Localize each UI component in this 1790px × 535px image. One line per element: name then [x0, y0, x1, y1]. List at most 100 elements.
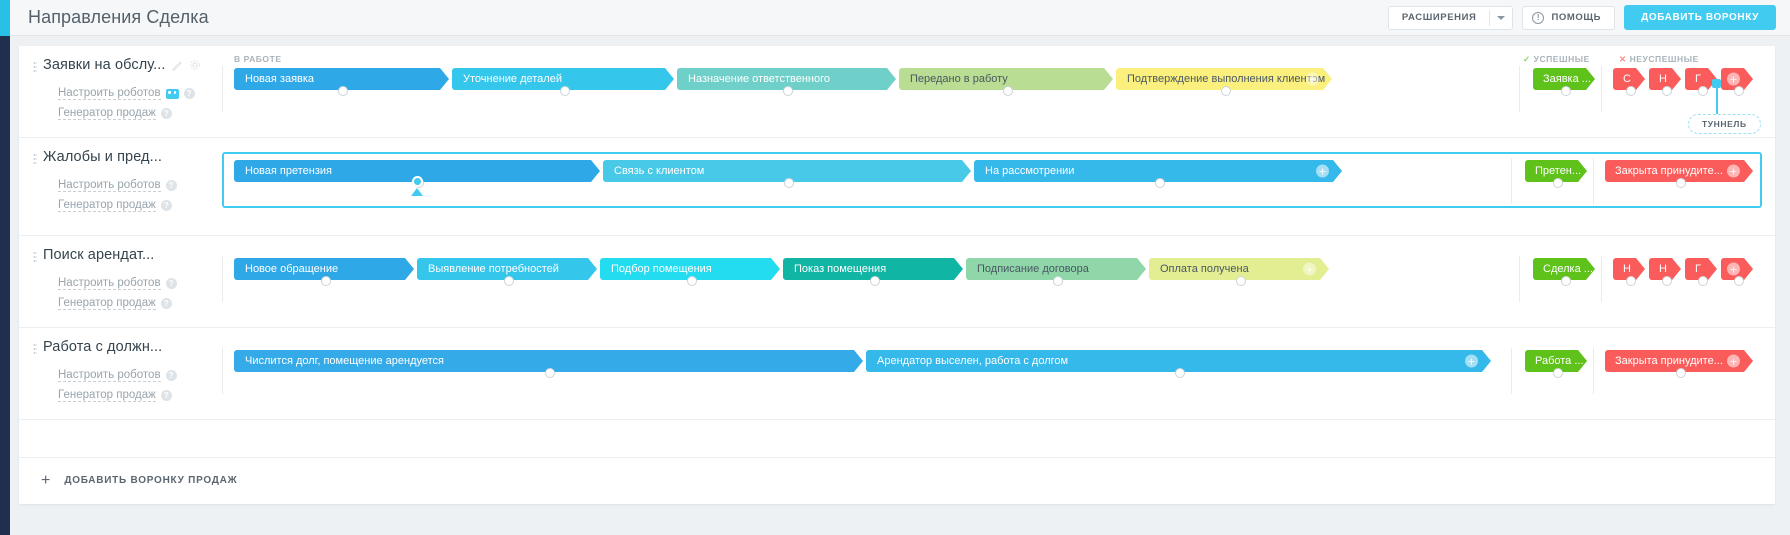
success-stage[interactable]: Сделка ...: [1533, 258, 1595, 280]
stage[interactable]: На рассмотрении+: [974, 160, 1342, 182]
insert-stage-dot[interactable]: [1235, 276, 1246, 286]
insert-stage-dot[interactable]: [545, 368, 555, 378]
add-stage-icon[interactable]: +: [1727, 263, 1740, 276]
insert-stage-dot[interactable]: [320, 276, 331, 286]
configure-robots-link[interactable]: Настроить роботов?: [58, 369, 214, 382]
drag-drop-marker[interactable]: [412, 176, 423, 187]
add-stage-icon[interactable]: +: [1303, 263, 1316, 276]
stage[interactable]: Оплата получена+: [1149, 258, 1329, 280]
insert-stage-dot[interactable]: [1052, 276, 1063, 286]
drag-handle[interactable]: [32, 61, 37, 74]
sales-generator-link[interactable]: Генератор продаж?: [58, 199, 214, 212]
stage[interactable]: Назначение ответственного: [677, 68, 896, 90]
pipeline-name[interactable]: Работа с должн...: [43, 339, 163, 355]
drag-handle[interactable]: [32, 153, 37, 166]
stage[interactable]: Новая претензия: [234, 160, 600, 182]
stage[interactable]: Выявление потребностей: [417, 258, 597, 280]
insert-stage-dot[interactable]: [1553, 368, 1563, 378]
add-funnel-button[interactable]: ДОБАВИТЬ ВОРОНКУ: [1624, 5, 1776, 30]
fail-stage[interactable]: Закрыта принудите...+: [1605, 350, 1753, 372]
configure-robots-link[interactable]: Настроить роботов?: [58, 87, 214, 100]
fail-stage[interactable]: Г: [1685, 68, 1717, 90]
stage[interactable]: Подписание договора: [966, 258, 1146, 280]
gear-icon[interactable]: [189, 59, 201, 71]
insert-stage-dot[interactable]: [1626, 276, 1636, 286]
insert-stage-dot[interactable]: [1676, 178, 1686, 188]
success-stage[interactable]: Работа ...: [1525, 350, 1587, 372]
insert-stage-dot[interactable]: [1734, 276, 1744, 286]
add-stage-icon[interactable]: +: [1727, 73, 1740, 86]
stage[interactable]: Подтверждение выполнения клиентом+: [1116, 68, 1332, 90]
fail-stage[interactable]: +: [1721, 258, 1753, 280]
configure-robots-link[interactable]: Настроить роботов?: [58, 277, 214, 290]
insert-stage-dot[interactable]: [686, 276, 697, 286]
insert-stage-dot[interactable]: [1698, 86, 1708, 96]
pipeline-name[interactable]: Заявки на обслу...: [43, 57, 166, 73]
add-stage-icon[interactable]: +: [1316, 165, 1329, 178]
extensions-button[interactable]: РАСШИРЕНИЯ: [1387, 5, 1514, 30]
tunnel-badge[interactable]: ТУННЕЛЬ: [1688, 114, 1761, 134]
question-icon[interactable]: ?: [183, 88, 195, 99]
fail-stage[interactable]: Закрыта принудите...+: [1605, 160, 1753, 182]
stage[interactable]: Новая заявка: [234, 68, 449, 90]
insert-stage-dot[interactable]: [1553, 178, 1563, 188]
insert-stage-dot[interactable]: [1626, 86, 1636, 96]
question-icon[interactable]: ?: [165, 180, 177, 191]
question-icon[interactable]: ?: [160, 200, 172, 211]
insert-stage-dot[interactable]: [1698, 276, 1708, 286]
insert-stage-dot[interactable]: [1734, 86, 1744, 96]
sales-generator-link[interactable]: Генератор продаж?: [58, 389, 214, 402]
insert-stage-dot[interactable]: [1002, 86, 1013, 96]
fail-stage[interactable]: Н: [1649, 258, 1681, 280]
fail-stage[interactable]: Н: [1613, 258, 1645, 280]
insert-stage-dot[interactable]: [1561, 86, 1571, 96]
add-stage-icon[interactable]: +: [1727, 355, 1740, 368]
add-stage-icon[interactable]: +: [1727, 165, 1740, 178]
chevron-down-icon[interactable]: [1490, 15, 1512, 20]
stage[interactable]: Передано в работу: [899, 68, 1113, 90]
question-icon[interactable]: ?: [165, 370, 177, 381]
insert-stage-dot[interactable]: [783, 86, 793, 96]
stage[interactable]: Подбор помещения: [600, 258, 780, 280]
stage[interactable]: Уточнение деталей: [452, 68, 674, 90]
stage[interactable]: Показ помещения: [783, 258, 963, 280]
insert-stage-dot[interactable]: [1175, 368, 1185, 378]
insert-stage-dot[interactable]: [869, 276, 880, 286]
insert-stage-dot[interactable]: [783, 178, 794, 188]
insert-stage-dot[interactable]: [1662, 276, 1672, 286]
drag-handle[interactable]: [32, 343, 37, 356]
add-stage-icon[interactable]: +: [1306, 73, 1319, 86]
question-icon[interactable]: ?: [160, 298, 172, 309]
insert-stage-dot[interactable]: [1561, 276, 1571, 286]
stage[interactable]: Арендатор выселен, работа с долгом+: [866, 350, 1491, 372]
sales-generator-link[interactable]: Генератор продаж?: [58, 107, 214, 120]
fail-stage[interactable]: Н: [1649, 68, 1681, 90]
insert-stage-dot[interactable]: [503, 276, 514, 286]
fail-stage[interactable]: С: [1613, 68, 1645, 90]
question-icon[interactable]: ?: [165, 278, 177, 289]
sales-generator-link[interactable]: Генератор продаж?: [58, 297, 214, 310]
add-sales-pipeline-button[interactable]: + ДОБАВИТЬ ВОРОНКУ ПРОДАЖ: [19, 457, 1775, 504]
question-icon[interactable]: ?: [160, 390, 172, 401]
insert-stage-dot[interactable]: [1154, 178, 1165, 188]
help-button[interactable]: ! ПОМОЩЬ: [1522, 5, 1616, 30]
configure-robots-link[interactable]: Настроить роботов?: [58, 179, 214, 192]
pipeline-name[interactable]: Поиск арендат...: [43, 247, 155, 263]
add-stage-icon[interactable]: +: [1465, 355, 1478, 368]
stage[interactable]: Числится долг, помещение арендуется: [234, 350, 863, 372]
insert-stage-dot[interactable]: [559, 86, 570, 96]
pipeline-name[interactable]: Жалобы и пред...: [43, 149, 162, 165]
stage[interactable]: Новое обращение: [234, 258, 414, 280]
success-stage[interactable]: Претен...: [1525, 160, 1587, 182]
insert-stage-dot[interactable]: [1220, 86, 1231, 96]
fail-stage[interactable]: Г: [1685, 258, 1717, 280]
insert-stage-dot[interactable]: [1662, 86, 1672, 96]
success-stage[interactable]: Заявка ...: [1533, 68, 1595, 90]
edit-pencil-icon[interactable]: [172, 60, 183, 71]
drag-handle[interactable]: [32, 251, 37, 264]
insert-stage-dot[interactable]: [338, 86, 348, 96]
stage[interactable]: Связь с клиентом: [603, 160, 971, 182]
question-icon[interactable]: ?: [160, 108, 172, 119]
insert-stage-dot[interactable]: [1676, 368, 1686, 378]
fail-stage[interactable]: +: [1721, 68, 1753, 90]
